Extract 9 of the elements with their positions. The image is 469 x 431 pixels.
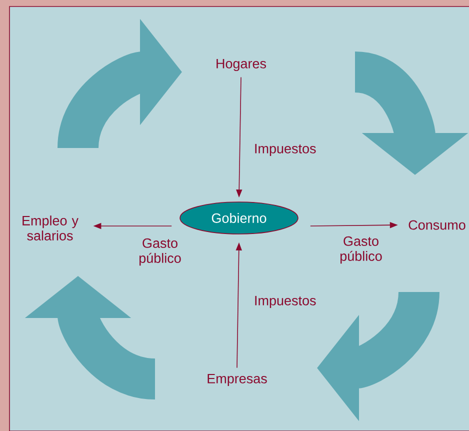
edge-label: Gasto público bbox=[139, 238, 181, 266]
node-label: Empleo y salarios bbox=[22, 216, 78, 240]
edge-label: Impuestos bbox=[255, 144, 316, 156]
node-label: Empresas bbox=[208, 374, 267, 386]
edge-label: Gasto público bbox=[340, 236, 382, 264]
node-label: Consumo bbox=[408, 220, 466, 230]
node-label: Hogares bbox=[216, 58, 266, 72]
edge-label: Impuestos bbox=[255, 296, 316, 308]
ellipse-node: Gobierno bbox=[180, 202, 298, 234]
